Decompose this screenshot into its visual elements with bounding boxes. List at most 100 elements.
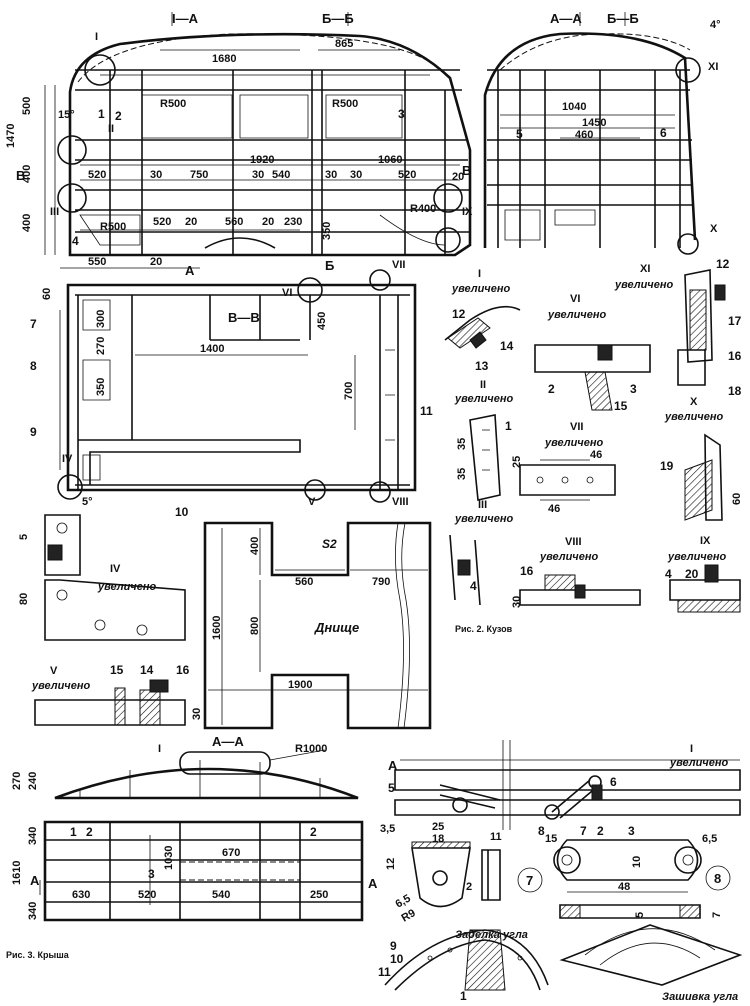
dim-460: 460: [575, 129, 593, 141]
dim-30-d: 30: [350, 169, 362, 181]
callout-1-corner: 1: [460, 989, 467, 1003]
part-7: [411, 841, 543, 908]
callout-16-viii: 16: [520, 564, 534, 578]
dim-5-iv: 5: [18, 534, 30, 540]
dim-670: 670: [222, 847, 240, 859]
dim-20-b: 20: [262, 216, 274, 228]
dim-350: 350: [321, 222, 333, 240]
callout-3-vi: 3: [630, 382, 637, 396]
detail-v: [34, 679, 186, 726]
fig3-caption: Рис. 3. Крыша: [6, 950, 70, 960]
detail-v-sub: увеличено: [31, 680, 90, 692]
view-bb-label: В—В: [228, 310, 260, 325]
radius-r500-a: R500: [160, 98, 186, 110]
dim-540-roof: 540: [212, 889, 230, 901]
callout-13-i: 13: [475, 359, 489, 373]
part8-dim-48: 48: [618, 881, 630, 893]
dim-1060: 1060: [378, 154, 402, 166]
callout-12-xi: 12: [716, 257, 730, 271]
dim-30-viii: 30: [511, 596, 523, 608]
callout-roman-iv-plan: IV: [62, 453, 73, 465]
callout-11: 11: [420, 404, 433, 418]
dim-560: 560: [225, 216, 243, 228]
angle-4: 4°: [710, 19, 721, 31]
side-view-body: [44, 12, 472, 269]
dim-300: 300: [95, 310, 107, 328]
section-i-a-label: I—A: [172, 11, 199, 26]
callout-3-roof-b: 3: [628, 824, 635, 838]
radius-r500-b: R500: [332, 98, 358, 110]
detail-iv-sub: увеличено: [97, 581, 156, 593]
dim-340-b-roof: 340: [27, 902, 39, 920]
callout-20: 20: [685, 567, 699, 581]
detail-iv: [44, 514, 186, 641]
dim-400-bottom: 400: [249, 537, 261, 555]
callout-9: 9: [30, 425, 37, 439]
callout-roman-v-plan: V: [308, 496, 316, 508]
callout-7-roof: 7: [580, 824, 587, 838]
dim-30-a: 30: [150, 169, 162, 181]
dim-60-x: 60: [731, 493, 743, 505]
callout-8-roof: 8: [538, 824, 545, 838]
zashivka-label: Зашивка угла: [662, 991, 738, 1003]
corner-sheathing: [559, 924, 743, 986]
dim-560-bottom: 560: [295, 576, 313, 588]
callout-roman-xi: XI: [708, 61, 718, 73]
dim-630: 630: [72, 889, 90, 901]
dim-80-iv: 80: [18, 593, 30, 605]
dim-46-a: 46: [590, 449, 602, 461]
detail-ix: [669, 564, 741, 613]
dim-30-v: 30: [191, 708, 203, 720]
dim-230: 230: [284, 216, 302, 228]
detail-ix-sub: увеличено: [667, 551, 726, 563]
mark-b-right: В: [462, 163, 471, 178]
mark-b2-plan: Б: [325, 258, 334, 273]
detail-viii-sub: увеличено: [539, 551, 598, 563]
callout-9-corner: 9: [390, 939, 397, 953]
callout-1-ii: 1: [505, 419, 512, 433]
detail-iii-roman: III: [478, 499, 487, 511]
callout-18: 18: [728, 384, 742, 398]
callout-11-corner: 11: [378, 965, 391, 979]
detail-vi-roman: VI: [570, 293, 580, 305]
dim-350-plan: 350: [95, 378, 107, 396]
callout-roman-i-side: I: [95, 31, 98, 43]
callout-15-vi: 15: [614, 399, 628, 413]
roof-plan: [39, 820, 364, 922]
callout-2-roof-b: 2: [310, 825, 317, 839]
detail-x-roman: X: [690, 396, 698, 408]
radius-r400: R400: [410, 203, 436, 215]
dim-540: 540: [272, 169, 290, 181]
part7-dim-11: 11: [490, 831, 502, 843]
detail-v-roman: V: [50, 665, 58, 677]
radius-r1000: R1000: [295, 743, 327, 755]
corner-finish: [384, 929, 549, 991]
callout-4-ix: 4: [665, 567, 672, 581]
dim-270-roof: 270: [11, 772, 23, 790]
part8-dim-10: 10: [631, 856, 643, 868]
detail-vii: [519, 459, 616, 501]
dim-1680: 1680: [212, 53, 236, 65]
mark-a-plan: А: [185, 263, 195, 278]
dim-340-a-roof: 340: [27, 827, 39, 845]
roof-detail-i-sub: увеличено: [669, 757, 728, 769]
bottom-panel: [203, 521, 432, 730]
dim-1600: 1600: [211, 616, 223, 640]
dim-20-c: 20: [150, 256, 162, 268]
detail-xi-sub: увеличено: [614, 279, 673, 291]
detail-ix-roman: IX: [700, 535, 711, 547]
callout-3-roof: 3: [148, 867, 155, 881]
callout-8: 8: [30, 359, 37, 373]
callout-2-roof-a: 2: [86, 825, 93, 839]
dim-270: 270: [95, 337, 107, 355]
detail-vii-roman: VII: [570, 421, 583, 433]
roof-elevation: [54, 749, 359, 800]
callout-5-roof: 5: [388, 781, 395, 795]
roof-detail-mark-a: А: [388, 758, 398, 773]
dim-20-d: 20: [452, 171, 464, 183]
dim-46-b: 46: [548, 503, 560, 515]
callout-14-i: 14: [500, 339, 514, 353]
detail-viii-roman: VIII: [565, 536, 582, 548]
part8-dim-5: 5: [634, 912, 646, 918]
